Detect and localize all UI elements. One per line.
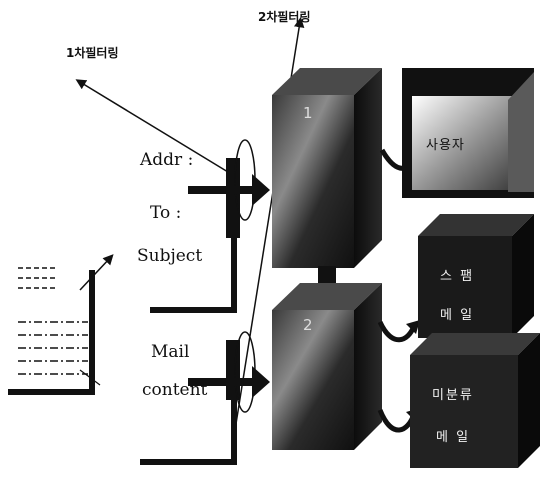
unclassified-mailbox xyxy=(410,333,540,468)
to-label: To : xyxy=(150,203,181,223)
document-icon xyxy=(8,258,110,392)
addr-label: Addr : xyxy=(140,150,193,170)
subject-label: Subject xyxy=(137,246,202,266)
server-2-number: 2 xyxy=(303,316,315,334)
unclassified-box-label-1: 미분류 xyxy=(432,384,474,403)
user-mailbox xyxy=(402,68,534,198)
unclassified-box-label-2: 메 일 xyxy=(436,426,470,445)
server-1 xyxy=(272,68,382,268)
user-box-label: 사용자 xyxy=(426,134,465,153)
filter-1-label: 1차필터링 xyxy=(66,44,119,61)
server-2 xyxy=(272,283,382,450)
spam-box-label-2: 메 일 xyxy=(440,304,474,323)
spam-box-label-1: 스 팸 xyxy=(440,265,474,284)
filter-2-label: 2차필터링 xyxy=(258,8,311,25)
spam-mailbox xyxy=(418,214,534,338)
server-1-number: 1 xyxy=(303,104,315,122)
mail-label: Mail xyxy=(151,342,189,362)
content-label: content xyxy=(142,380,207,400)
